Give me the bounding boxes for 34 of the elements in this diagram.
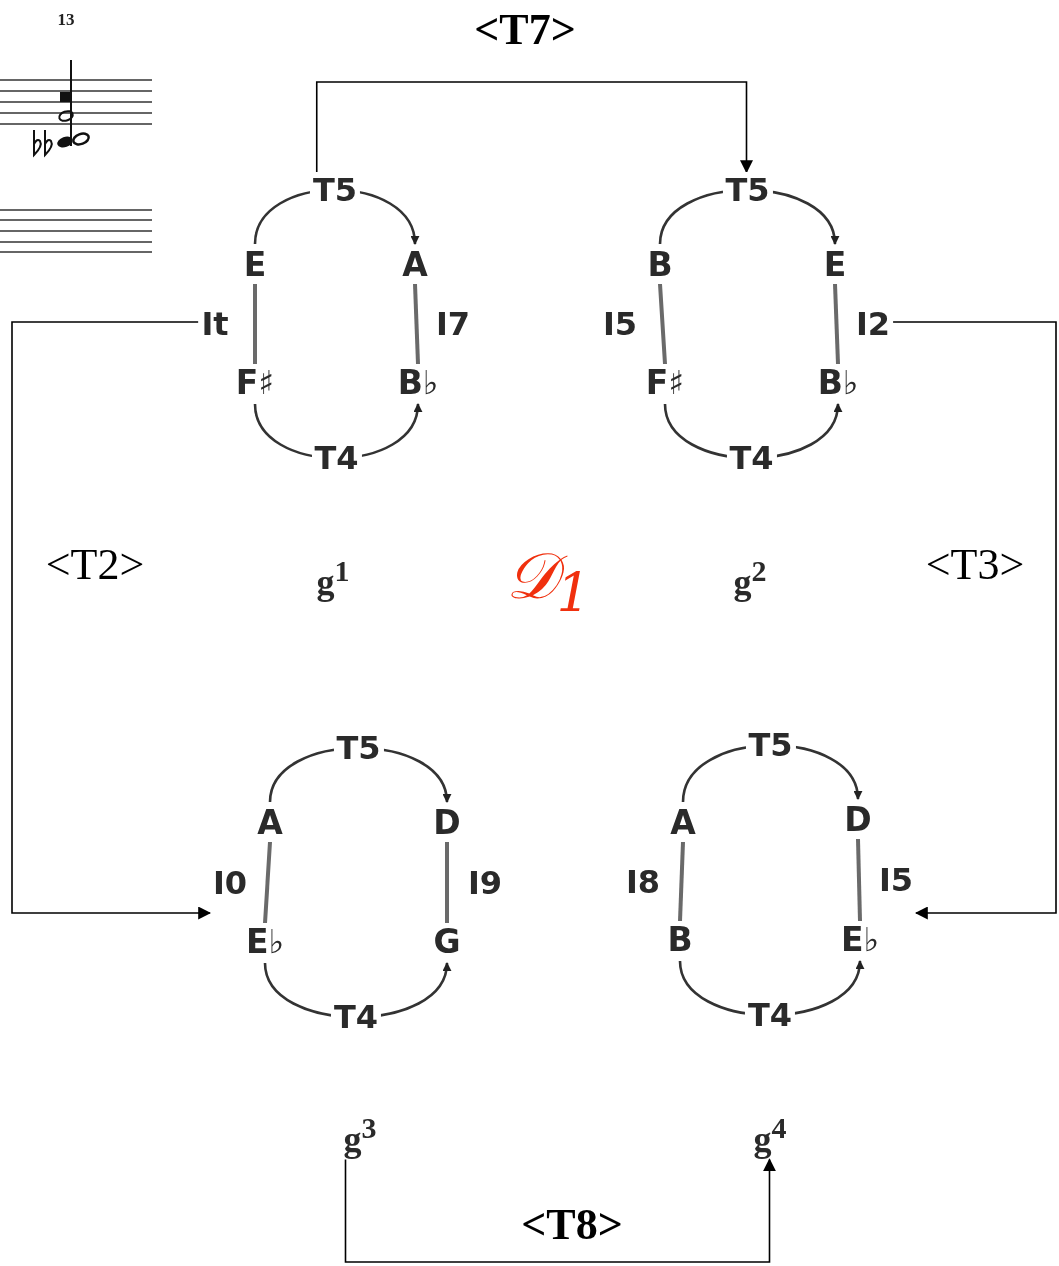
pitch-name: A xyxy=(240,802,300,844)
inversion-line xyxy=(658,283,667,365)
inversion-line xyxy=(856,838,862,922)
pitch-name: E xyxy=(805,244,865,286)
inversion-line xyxy=(445,842,449,923)
pitch-name: B xyxy=(650,919,710,961)
network-label: g$^{2}$ xyxy=(733,553,767,603)
pitch-name: B♭ xyxy=(388,362,448,404)
pitch-name: D xyxy=(828,799,888,841)
inversion-line xyxy=(833,283,840,365)
network-label: g$^{1}$ xyxy=(316,553,350,603)
pitch-name: B♭ xyxy=(808,362,868,404)
pitch-name: E♭ xyxy=(235,921,295,963)
network-label: g$^{4}$ xyxy=(753,1110,787,1160)
pitch-name: E xyxy=(225,244,285,286)
pitch-name: E♭ xyxy=(830,919,890,961)
measure-number: 13 xyxy=(57,10,75,30)
pitch-name: G xyxy=(417,921,477,963)
pitch-name: B xyxy=(630,244,690,286)
inversion-line xyxy=(413,283,420,365)
pitch-name: A xyxy=(653,802,713,844)
pitch-name: F♯ xyxy=(225,362,285,404)
network-arrow xyxy=(315,81,753,174)
inversion-line xyxy=(263,841,272,924)
network-arrow xyxy=(11,321,212,920)
inversion-line xyxy=(253,284,257,364)
network-label: g$^{3}$ xyxy=(343,1110,377,1160)
pitch-name: A xyxy=(385,244,445,286)
network-arrow xyxy=(344,1158,776,1263)
network-arrow xyxy=(892,321,1057,920)
pitch-name: F♯ xyxy=(635,362,695,404)
pitch-name: D xyxy=(417,802,477,844)
inversion-line xyxy=(678,841,685,922)
diagram-symbol: 𝒟$_{1}$ xyxy=(505,541,591,627)
